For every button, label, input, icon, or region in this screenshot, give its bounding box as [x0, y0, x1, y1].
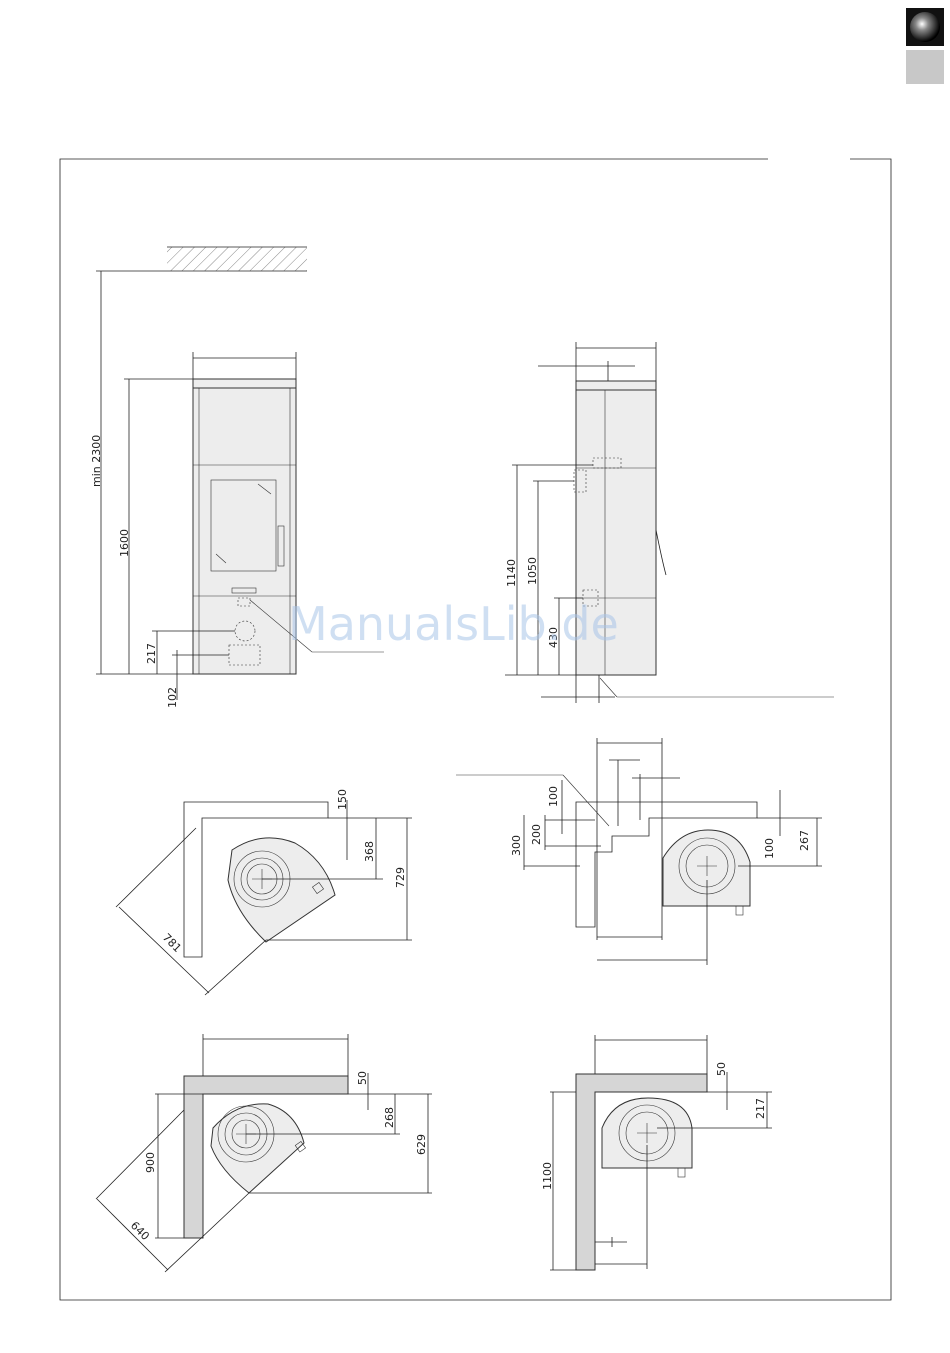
dim-clearance-300: 300 — [510, 835, 523, 856]
dim-inlet-height: 217 — [145, 643, 158, 664]
ceiling-hatch — [167, 247, 307, 271]
corner-view-d: 50 217 1100 — [541, 1035, 772, 1270]
dim-clearance-729: 729 — [394, 867, 407, 888]
dim-clearance-268: 268 — [383, 1107, 396, 1128]
dim-clearance-150: 150 — [336, 789, 349, 810]
dim-clearance-50-d: 50 — [715, 1062, 728, 1076]
dim-clearance-368: 368 — [363, 841, 376, 862]
dim-base-height: 102 — [166, 687, 179, 708]
dim-clearance-100-right: 100 — [763, 838, 776, 859]
dim-clearance-267: 267 — [798, 830, 811, 851]
chapter-tab-grey — [906, 50, 944, 84]
corner-view-b: 100 200 300 100 267 — [456, 738, 822, 965]
dim-height-1140: 1140 — [505, 559, 518, 587]
dim-stove-height: 1600 — [118, 529, 131, 557]
dim-min-height: min 2300 — [90, 435, 103, 487]
watermark: ManualsLib.de — [288, 597, 619, 651]
dim-wall-1100: 1100 — [541, 1162, 554, 1190]
dim-clearance-100-left: 100 — [547, 786, 560, 807]
dim-wall-900: 900 — [144, 1152, 157, 1173]
dim-diagonal-781: 781 — [160, 931, 184, 955]
dim-clearance-217-d: 217 — [754, 1098, 767, 1119]
chapter-tab-sphere-icon — [910, 12, 940, 42]
corner-view-c: 50 268 629 900 640 — [96, 1034, 432, 1272]
dim-clearance-200: 200 — [530, 824, 543, 845]
corner-view-a: 150 368 729 781 — [116, 789, 412, 995]
dim-clearance-50: 50 — [356, 1071, 369, 1085]
dim-height-1050: 1050 — [526, 557, 539, 585]
dim-diagonal-640: 640 — [128, 1219, 152, 1243]
dim-clearance-629: 629 — [415, 1134, 428, 1155]
